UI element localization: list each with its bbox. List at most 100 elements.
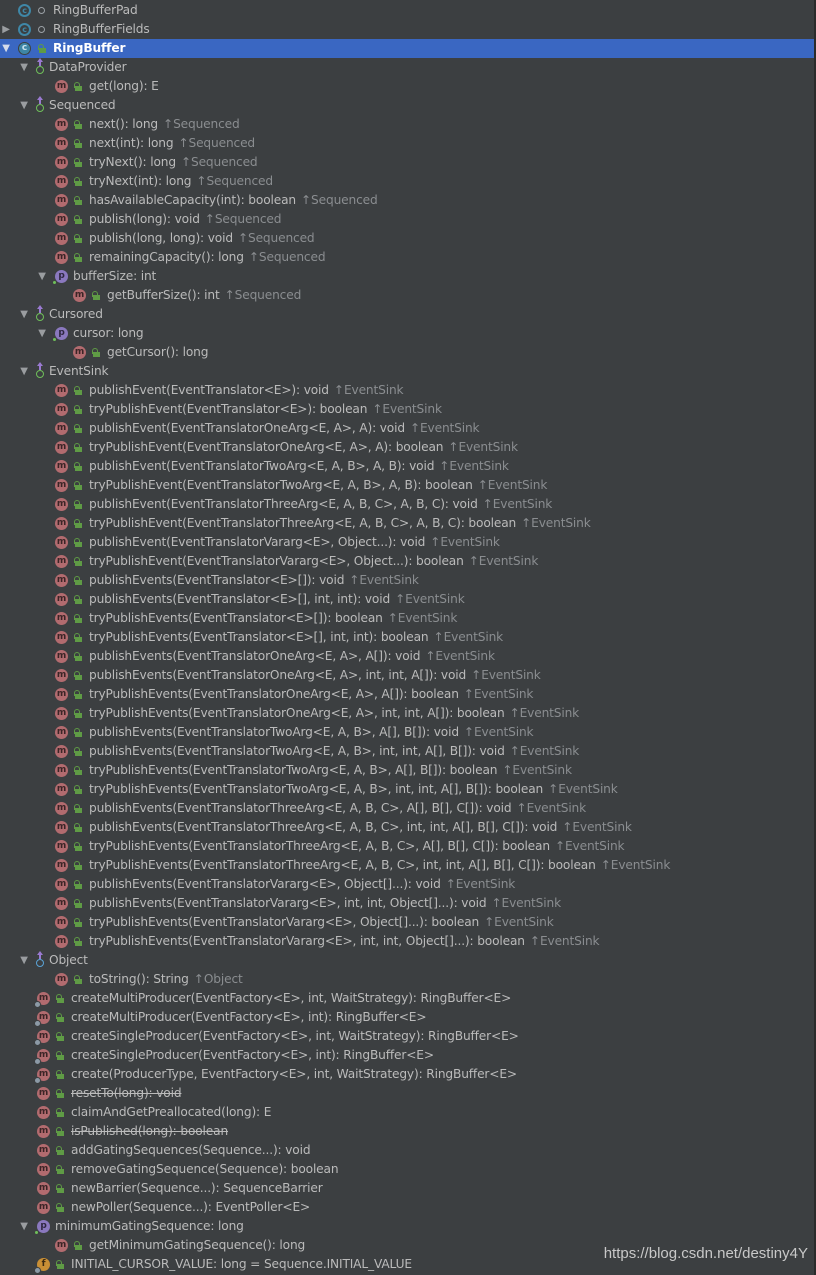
expand-arrow-icon[interactable]: ▼ (20, 366, 28, 377)
lock-shackle (74, 633, 80, 639)
expand-arrow-icon[interactable]: ▼ (20, 62, 28, 73)
inherited-arrow-icon: ↑ (178, 136, 189, 150)
inherited-from-label: ↑EventSink (483, 497, 553, 511)
implemented-interface-icon (35, 362, 45, 378)
lock-body (75, 485, 82, 490)
lock-shackle (74, 975, 80, 981)
expand-arrow-icon[interactable]: ▼ (20, 309, 28, 320)
tree-row[interactable]: ▼Cursored (0, 305, 814, 324)
public-lock-icon (74, 424, 82, 433)
member-signature: next(int): long (89, 136, 174, 150)
tree-row[interactable]: ▼Sequenced (0, 96, 814, 115)
static-marker-icon (34, 1039, 41, 1046)
lock-shackle (74, 500, 80, 506)
expand-arrow-icon[interactable]: ▼ (20, 100, 28, 111)
tree-item-label: tryPublishEvents(EventTranslatorTwoArg<E… (89, 780, 618, 799)
tree-row[interactable]: ▼EventSink (0, 362, 814, 381)
inherited-from-label: ↑EventSink (471, 668, 541, 682)
lock-body (57, 1207, 64, 1212)
expand-arrow-icon[interactable]: ▼ (38, 271, 46, 282)
tree-row[interactable]: ▼DataProvider (0, 58, 814, 77)
inherited-source: EventSink (405, 592, 465, 606)
panel-divider[interactable] (814, 0, 816, 1275)
member-signature: get(long): E (89, 79, 159, 93)
expand-arrow-icon[interactable]: ▼ (38, 328, 46, 339)
inherited-source: EventSink (458, 440, 518, 454)
lock-body (57, 1188, 64, 1193)
tree-row[interactable]: ▼Object (0, 951, 814, 970)
expand-arrow-icon[interactable]: ▼ (20, 955, 28, 966)
expand-arrow-icon[interactable]: ▼ (20, 1221, 28, 1232)
method-glyph: m (38, 1050, 49, 1060)
lock-shackle (74, 671, 80, 677)
member-signature: publishEvents(EventTranslatorThreeArg<E,… (89, 801, 512, 815)
expand-arrow-icon[interactable]: ▼ (2, 43, 10, 54)
collapse-arrow-icon[interactable]: ▶ (2, 24, 10, 35)
member-signature: tryPublishEvent(EventTranslatorOneArg<E,… (89, 440, 444, 454)
